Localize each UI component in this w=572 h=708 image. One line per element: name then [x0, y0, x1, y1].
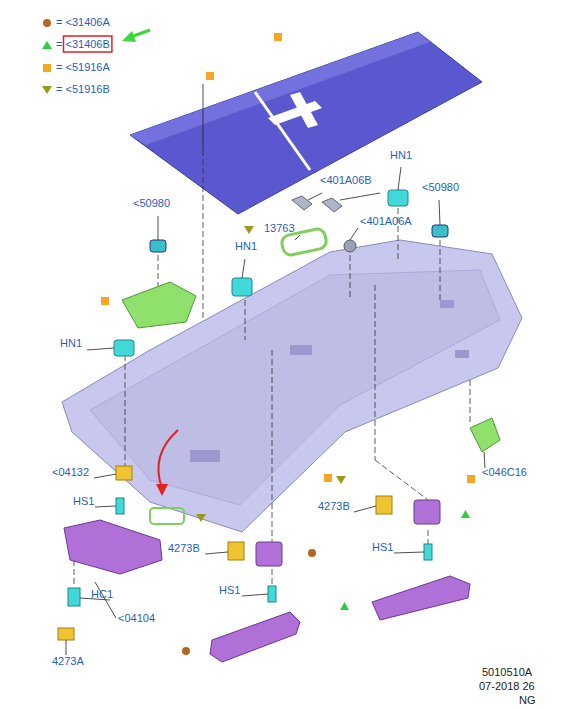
legend-row: = <51916A — [42, 61, 110, 74]
legend-row: = <31406A — [42, 16, 110, 29]
legend-swatch — [42, 63, 52, 73]
screw-code: HS1 — [219, 584, 240, 597]
legend-row: = <51916B — [42, 83, 110, 96]
legend-text: = <51916A — [56, 61, 110, 74]
part-number: <046C16 — [482, 466, 527, 479]
part-number: 4273A — [52, 655, 84, 668]
part-number: <50980 — [133, 197, 170, 210]
screw-code: HS1 — [73, 495, 94, 508]
legend-swatch — [42, 18, 52, 28]
part-number: <401A06A — [360, 215, 412, 228]
figure-date: 07-2018 26 — [479, 680, 535, 693]
legend-text: = <51916B — [56, 83, 110, 96]
part-number: 13763 — [264, 222, 295, 235]
clip-code: HC1 — [91, 588, 113, 601]
legend-swatch — [42, 40, 52, 50]
legend-row: = <31406B — [42, 38, 110, 51]
part-number: <04132 — [52, 466, 89, 479]
legend-text: = <31406B — [56, 38, 110, 51]
legend-swatch — [42, 85, 52, 95]
figure-code: NG — [519, 694, 536, 707]
screw-code: HS1 — [372, 541, 393, 554]
clip-code: HN1 — [390, 149, 412, 162]
part-number: 4273B — [168, 542, 200, 555]
clip-code: HN1 — [235, 240, 257, 253]
clip-code: HN1 — [60, 337, 82, 350]
legend-text: = <31406A — [56, 16, 110, 29]
part-number: <04104 — [118, 612, 155, 625]
part-number: <50980 — [422, 181, 459, 194]
part-number: 4273B — [318, 500, 350, 513]
figure-number: 5010510A — [482, 666, 532, 679]
part-number: <401A06B — [320, 174, 372, 187]
